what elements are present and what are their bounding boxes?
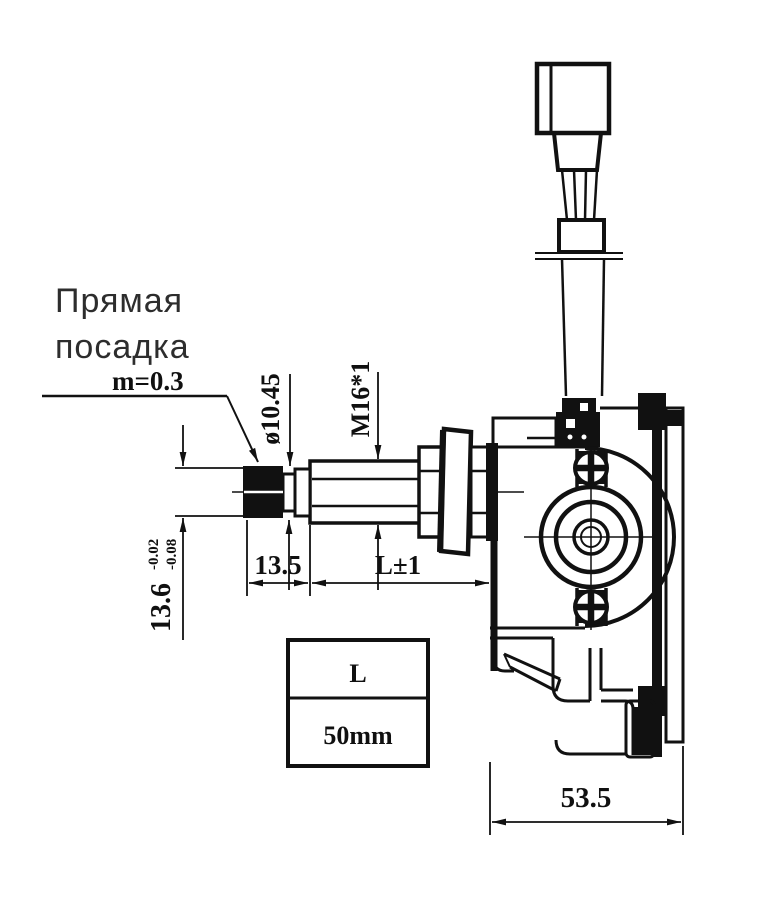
cable (560, 258, 606, 397)
dim-shaft-length: L±1 (375, 550, 421, 580)
flange-outline (664, 406, 685, 744)
nut-wall-junction (486, 443, 498, 541)
connector-wires (560, 169, 599, 221)
housing-arc (584, 446, 677, 628)
dim-gear-width: 13.6 (146, 583, 177, 632)
dim-shaft-diameter-group: ø10.45 (256, 373, 285, 445)
module-note: m=0.3 (112, 366, 184, 396)
lever-arm (503, 652, 562, 693)
cable-entry-grommet (556, 398, 600, 447)
dim-gear-width-tol-lower: -0.08 (164, 539, 180, 570)
fit-note-line1: Прямая (55, 282, 183, 320)
dim-gear-width-group: 13.6 -0.02 -0.08 (146, 539, 180, 632)
threaded-shaft (308, 459, 424, 525)
length-table: L 50mm (286, 638, 430, 768)
dimension-lines (42, 372, 684, 835)
length-table-border (286, 638, 430, 768)
flange-pad-top (638, 393, 666, 430)
thread-lines (312, 477, 421, 508)
dim-gear-width-tol-upper: -0.02 (146, 539, 162, 570)
panel-fasteners (417, 426, 498, 557)
dim-shaft-diameter: ø10.45 (256, 373, 285, 445)
module-note-leader (226, 395, 259, 463)
center-crosshair (524, 450, 655, 630)
housing (490, 393, 685, 759)
length-table-header: L (349, 659, 366, 688)
connector-body (551, 131, 604, 172)
bottom-bracket (503, 638, 656, 759)
dim-body-depth: 53.5 (561, 782, 612, 814)
grommet-highlights (566, 403, 588, 440)
dim-thread-spec: M16*1 (346, 361, 375, 438)
length-table-value: 50mm (323, 721, 393, 750)
dim-thread-group: M16*1 (346, 361, 375, 438)
cable-break-lines (535, 252, 623, 260)
connector-plug (534, 61, 612, 136)
dim-step-length: 13.5 (254, 550, 301, 580)
connector-assembly (534, 61, 623, 397)
cable-boot (557, 218, 606, 254)
output-shaft-assembly (232, 426, 524, 557)
foot-outline (624, 699, 656, 759)
flange-nub-top (666, 410, 683, 426)
shaft-step-ring-outer (293, 467, 312, 518)
foot-pad (633, 707, 652, 755)
shaft-step-ring-inner (281, 472, 297, 513)
fit-note-line2: посадка (55, 328, 190, 366)
